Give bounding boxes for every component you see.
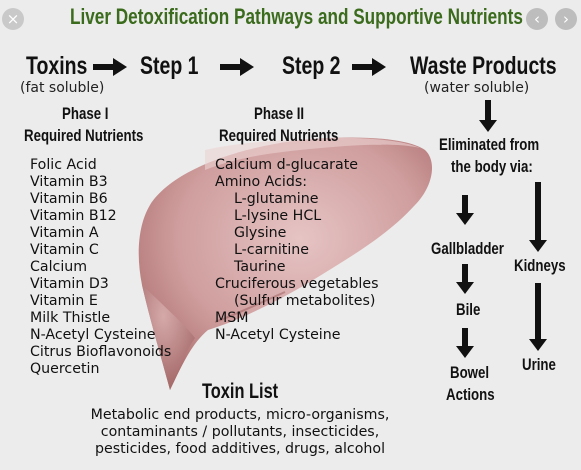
arrow-right-icon (93, 58, 127, 76)
gallbladder-label: Gallbladder (431, 239, 504, 258)
chevron-right-icon[interactable]: › (555, 8, 577, 30)
list-item: Vitamin A (30, 225, 99, 241)
bile-label: Bile (456, 300, 481, 319)
phase2-title: Phase II (254, 104, 305, 123)
arrow-down-icon (456, 264, 474, 294)
arrow-right-icon (220, 58, 254, 76)
list-item: (Sulfur metabolites) (234, 293, 376, 309)
list-item: L-carnitine (234, 242, 310, 258)
list-item: Folic Acid (30, 157, 97, 173)
arrow-down-icon (529, 182, 547, 252)
phase1-nutrient-list: Folic Acid Vitamin B3 Vitamin B6 Vitamin… (30, 157, 171, 378)
close-icon[interactable]: × (2, 8, 24, 30)
step2-heading: Step 2 (282, 52, 341, 80)
list-item: Taurine (234, 259, 286, 275)
waste-products-heading: Waste Products (410, 52, 557, 80)
list-item: Vitamin C (30, 242, 99, 258)
list-item: Vitamin B3 (30, 174, 108, 190)
arrow-down-icon (456, 328, 474, 358)
list-item: Citrus Bioflavonoids (30, 344, 172, 360)
phase2-nutrient-list: Calcium d-glucarate Amino Acids: L-gluta… (215, 157, 378, 344)
arrow-down-icon (456, 195, 474, 225)
page-title: Liver Detoxification Pathways and Suppor… (70, 4, 523, 29)
kidneys-label: Kidneys (514, 256, 566, 275)
list-item: Cruciferous vegetables (215, 276, 379, 292)
waste-products-subtitle: (water soluble) (424, 80, 530, 96)
chevron-left-icon[interactable]: ‹ (526, 8, 548, 30)
list-item: Vitamin D3 (30, 276, 109, 292)
list-item: Vitamin B12 (30, 208, 117, 224)
eliminated-line1: Eliminated from (439, 135, 540, 154)
eliminated-line2: the body via: (451, 157, 533, 176)
toxin-list-line: contaminants / pollutants, insecticides, (100, 424, 380, 440)
list-item: Glysine (234, 225, 287, 241)
phase2-subtitle: Required Nutrients (219, 126, 339, 145)
list-item: MSM (215, 310, 249, 326)
list-item: N-Acetyl Cysteine (215, 327, 341, 343)
list-item: Vitamin E (30, 293, 98, 309)
list-item: Quercetin (30, 361, 100, 377)
list-item: Vitamin B6 (30, 191, 108, 207)
bowel-line2: Actions (446, 385, 495, 404)
list-item: L-lysine HCL (234, 208, 322, 224)
list-item: Calcium (30, 259, 88, 275)
toxin-list-title: Toxin List (202, 380, 279, 403)
phase1-title: Phase I (62, 104, 109, 123)
toxin-list-line: Metabolic end products, micro-organisms, (90, 407, 390, 423)
arrow-down-icon (529, 283, 547, 351)
urine-label: Urine (522, 355, 556, 374)
bowel-line1: Bowel (450, 363, 490, 382)
arrow-down-icon (479, 100, 497, 132)
step1-heading: Step 1 (140, 52, 199, 80)
toxins-subtitle: (fat soluble) (20, 80, 105, 96)
toxin-list-description: Metabolic end products, micro-organisms,… (70, 407, 410, 458)
list-item: Milk Thistle (30, 310, 111, 326)
arrow-right-icon (352, 58, 386, 76)
list-item: L-glutamine (234, 191, 319, 207)
list-item: N-Acetyl Cysteine (30, 327, 156, 343)
toxin-list-line: pesticides, food additives, drugs, alcoh… (94, 441, 386, 457)
list-item: Amino Acids: (215, 174, 308, 190)
toxins-heading: Toxins (26, 52, 88, 80)
list-item: Calcium d-glucarate (215, 157, 358, 173)
phase1-subtitle: Required Nutrients (24, 126, 144, 145)
